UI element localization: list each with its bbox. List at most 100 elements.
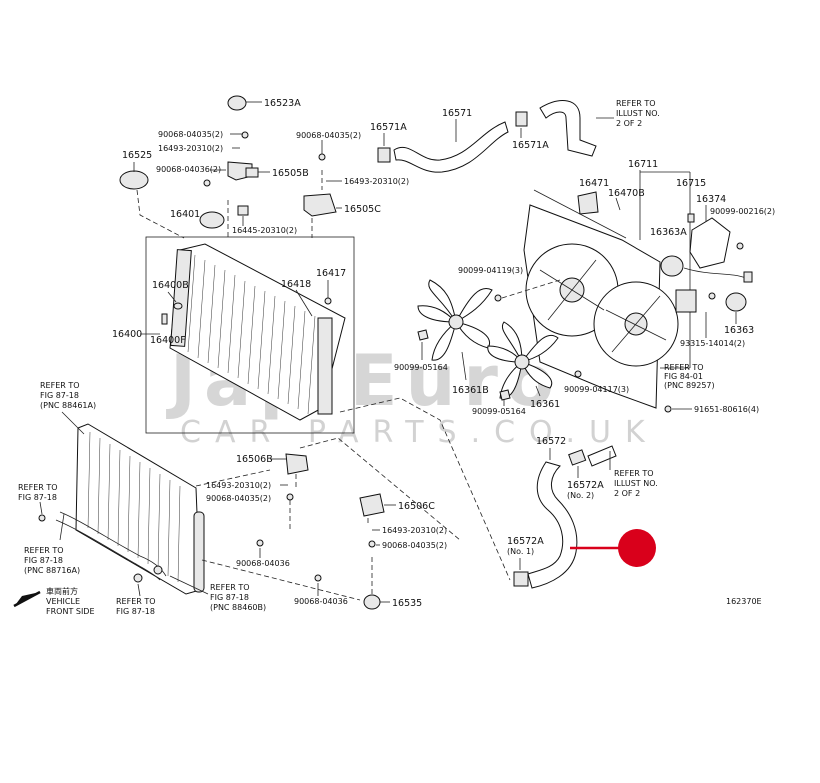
- bolt-icon: [314, 574, 322, 582]
- fan-motor-16363A: [660, 255, 684, 277]
- label-16572A-no2: 16572A: [567, 480, 604, 491]
- label-16506B: 16506B: [236, 454, 273, 465]
- upper-hose: 16571 16571A 16571A REFER TO ILLUST NO. …: [370, 99, 660, 173]
- lower-brackets: 16506B 16493-20310(2) 90068-04035(2) 900…: [195, 437, 461, 610]
- lower-outlet-pipe: [587, 445, 617, 467]
- ref-fig-87-18-e-1: REFER TO: [210, 583, 250, 592]
- label-93315-14014: 93315-14014(2): [680, 339, 745, 348]
- fan-blades: 16361B 16361: [417, 279, 560, 410]
- label-90099-00216: 90099-00216(2): [710, 207, 775, 216]
- label-16506C: 16506C: [398, 501, 435, 512]
- ref-mid-right-1: REFER TO: [614, 469, 654, 478]
- nut-icon: [499, 389, 511, 401]
- label-16493-20310-b: 16493-20310(2): [344, 177, 409, 186]
- radiator-side-tank: [317, 317, 333, 415]
- watermark: Jap Euro CAR PARTS.CO.UK: [166, 340, 659, 450]
- label-90068-04036-c: 90068-04036: [294, 597, 348, 606]
- label-16401: 16401: [170, 209, 200, 220]
- clip-icon: [245, 167, 259, 178]
- screw-icon: [574, 370, 582, 378]
- label-90068-04035-a: 90068-04035(2): [158, 130, 223, 139]
- motor-16363-a: [675, 289, 697, 313]
- label-16571A-b: 16571A: [512, 140, 549, 151]
- label-16400B: 16400B: [152, 280, 189, 291]
- right-upper-bracket: 90068-04035(2) 16493-20310(2) 16505C: [296, 131, 409, 238]
- label-90068-04036-a: 90068-04036(2): [156, 165, 221, 174]
- label-16493-20310-d: 16493-20310(2): [382, 526, 447, 535]
- fan-shroud-assembly: 16711: [523, 159, 691, 409]
- radiator-assembly: [145, 236, 355, 434]
- cooling-bracket-16525: [119, 170, 149, 190]
- bolt-icon: [38, 514, 46, 522]
- label-16572: 16572: [536, 436, 566, 447]
- clamp-16572A-no1: [513, 571, 529, 587]
- label-16523A: 16523A: [264, 98, 301, 109]
- label-16571: 16571: [442, 108, 472, 119]
- label-16470B: 16470B: [608, 188, 645, 199]
- ref-fig-87-18-d-1: REFER TO: [116, 597, 156, 606]
- label-16471: 16471: [579, 178, 609, 189]
- condenser-assembly: REFER TO FIG 87-18 (PNC 88461A) REFER TO…: [18, 381, 266, 616]
- fan-16361: [487, 321, 559, 399]
- ref-fig-87-18-c-3: (PNC 88716A): [24, 566, 80, 575]
- bolt-icon: [708, 292, 716, 300]
- label-16715: 16715: [676, 178, 706, 189]
- label-16572A-no1-sub: (No. 1): [507, 547, 534, 556]
- label-91651-80616: 91651-80616(4): [694, 405, 759, 414]
- ref-mid-right-3: 2 OF 2: [614, 489, 640, 498]
- bolt-icon: [324, 297, 332, 305]
- label-16400: 16400: [112, 329, 142, 340]
- clip-icon: [687, 213, 695, 223]
- bolt-icon: [256, 539, 264, 547]
- label-16572A-no1: 16572A: [507, 536, 544, 547]
- ref-fig-84-01-2: FIG 84-01: [664, 372, 703, 381]
- bolt-icon: [203, 179, 211, 187]
- marker-dot: [618, 529, 656, 567]
- label-16363: 16363: [724, 325, 754, 336]
- ref-fig-87-18-e-2: FIG 87-18: [210, 593, 249, 602]
- label-90068-04036-b: 90068-04036: [236, 559, 290, 568]
- outlet-pipe: [539, 100, 597, 157]
- label-90099-04119: 90099-04119(3): [458, 266, 523, 275]
- wire-harness: [683, 267, 747, 279]
- label-90068-04035-b: 90068-04035(2): [296, 131, 361, 140]
- nut-icon: [417, 329, 429, 341]
- label-16374: 16374: [696, 194, 726, 205]
- label-16417: 16417: [316, 268, 346, 279]
- vehicle-front-indicator: 車両前方 VEHICLE FRONT SIDE: [13, 586, 95, 616]
- ref-fig-87-18-d-2: FIG 87-18: [116, 607, 155, 616]
- motor-16363-b: [725, 292, 747, 312]
- watermark-domain: CAR PARTS.CO.UK: [180, 415, 659, 450]
- label-90099-05164-b: 90099-05164: [472, 407, 526, 416]
- ref-fig-87-18-a-1: REFER TO: [40, 381, 80, 390]
- cushion-icon: [237, 205, 249, 216]
- label-16571A-a: 16571A: [370, 122, 407, 133]
- label-16505C: 16505C: [344, 204, 381, 215]
- tank-16471: [577, 191, 599, 215]
- fan-motor-cover: [689, 217, 731, 269]
- front-japanese: 車両前方: [46, 586, 78, 596]
- plug-icon: [173, 302, 183, 310]
- bolt-icon: [241, 131, 249, 139]
- fan-top-parts: 16471 16470B 16715 16374 90099-00216(2) …: [577, 178, 775, 390]
- radiator-cap: [199, 211, 225, 229]
- radiator-left-tank: [170, 249, 192, 347]
- label-16525: 16525: [122, 150, 152, 161]
- ref-mid-right-2: ILLUST NO.: [614, 479, 658, 488]
- reservoir-cap: [227, 95, 247, 111]
- fitting-icon: [153, 565, 163, 575]
- label-16505B: 16505B: [272, 168, 309, 179]
- connector-icon: [743, 271, 753, 283]
- ref-fig-84-01-1: REFER TO: [664, 363, 704, 372]
- fan-16361B: [417, 279, 493, 361]
- ref-fig-87-18-a-2: FIG 87-18: [40, 391, 79, 400]
- ref-top-right-2: ILLUST NO.: [616, 109, 660, 118]
- ref-fig-87-18-b-1: REFER TO: [18, 483, 58, 492]
- label-16493-20310-c: 16493-20310(2): [206, 481, 271, 490]
- bolt-icon: [736, 242, 744, 250]
- cushion-16535: [363, 594, 381, 610]
- radiator-top-parts: 16523A 90068-04035(2) 16493-20310(2) 900…: [119, 95, 309, 240]
- label-16363A: 16363A: [650, 227, 687, 238]
